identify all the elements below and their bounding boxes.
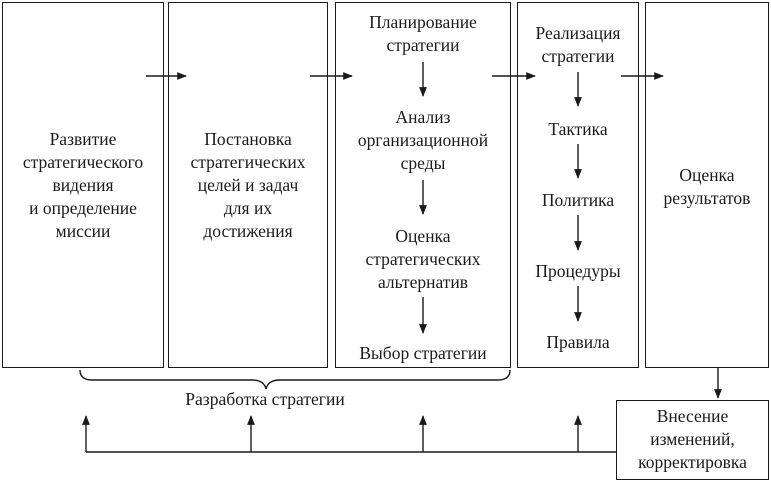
stage-label-planning: Планирование стратегии: [369, 12, 477, 55]
implementation-step-procedures: Процедуры: [535, 261, 621, 281]
correction-label: Внесение изменений, корректировка: [638, 406, 747, 472]
planning-step-alternatives: Оценка стратегических альтернатив: [365, 226, 481, 292]
stage-label-goals: Постановка стратегических целей и задач …: [190, 129, 306, 241]
stage-label-vision: Развитие стратегического видения и опред…: [22, 129, 144, 241]
stage-box-evaluation: [645, 2, 769, 368]
development-brace: [79, 369, 511, 390]
planning-step-analysis: Анализ организационной среды: [357, 107, 489, 173]
stage-box-goals: [168, 2, 328, 368]
implementation-step-rules: Правила: [546, 332, 610, 352]
planning-step-choice: Выбор стратегии: [359, 343, 487, 363]
implementation-step-tactics: Тактика: [548, 119, 608, 139]
implementation-step-policy: Политика: [541, 190, 615, 210]
stage-label-evaluation: Оценка результатов: [663, 165, 751, 208]
brace-label: Разработка стратегии: [185, 389, 345, 409]
stage-label-implementation: Реализация стратегии: [535, 23, 621, 66]
correction-box: [616, 400, 769, 480]
stage-box-vision: [2, 2, 164, 368]
